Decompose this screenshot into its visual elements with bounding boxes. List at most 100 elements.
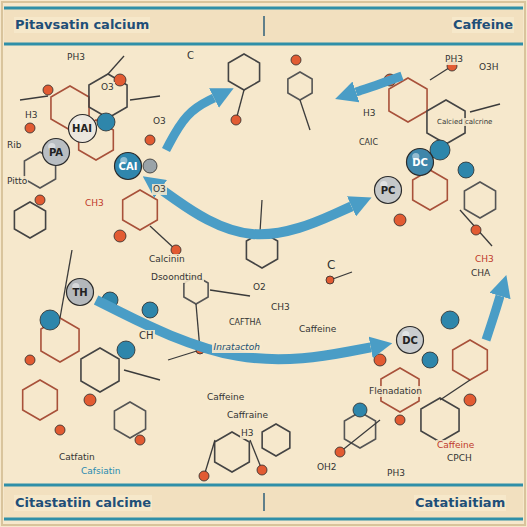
benzene-ring [389, 78, 427, 122]
formula-label: OH2 [316, 462, 338, 473]
formula-label: O3 [152, 184, 167, 195]
atom-ball [25, 123, 35, 133]
atom-ball [458, 162, 474, 178]
atom-ball [471, 225, 481, 235]
formula-label: Cafsiatin [80, 466, 121, 477]
atom-ball [143, 159, 157, 173]
reaction-arrow [161, 189, 352, 234]
bond-line [204, 440, 215, 476]
title-band [4, 485, 523, 519]
formula-label: CH3 [84, 198, 105, 209]
atom-circle: DC [395, 325, 425, 355]
atom-ball [35, 195, 45, 205]
benzene-ring [23, 380, 58, 420]
benzene-ring [228, 54, 259, 90]
atom-ball [291, 55, 301, 65]
band-divider [263, 16, 265, 36]
formula-label: O3 [152, 116, 167, 127]
benzene-ring [453, 340, 488, 380]
benzene-ring [262, 424, 290, 456]
atom-symbol: PA [49, 147, 63, 158]
formula-label: Dsoondtind [150, 272, 204, 283]
formula-label: Flenadation [368, 386, 423, 397]
formula-label: C [186, 50, 195, 62]
panel-title: Pitavsatin calcium [14, 17, 150, 33]
band-rule [4, 484, 523, 487]
formula-label: CAIC [358, 138, 379, 148]
formula-label: CAFTHA [228, 318, 262, 328]
formula-label: PH3 [386, 468, 406, 479]
formula-label: Caffeine [298, 324, 337, 335]
atom-ball [142, 302, 158, 318]
atom-symbol: DC [402, 335, 418, 346]
formula-label: H3 [240, 428, 255, 439]
formula-label: PH3 [444, 54, 464, 65]
formula-label: CH3 [474, 254, 495, 265]
formula-label: O2 [252, 282, 267, 293]
atom-ball [84, 394, 96, 406]
atom-ball [335, 447, 345, 457]
benzene-ring [81, 348, 119, 392]
formula-label: Caffeine [206, 392, 245, 403]
benzene-ring [89, 74, 127, 118]
atom-ball [395, 415, 405, 425]
bond-line [470, 104, 500, 112]
atom-circle: HAI [67, 113, 98, 144]
benzene-ring [114, 402, 145, 438]
bond-line [340, 420, 380, 452]
bond-line [168, 350, 200, 360]
formula-label: C [326, 258, 336, 272]
formula-label: Caffraine [226, 410, 269, 421]
benzene-ring [288, 72, 312, 100]
panel-title: Citastatiin calcime [14, 495, 152, 511]
bond-line [130, 96, 160, 100]
atom-ball [40, 310, 60, 330]
arrow-label: Inratactoh [212, 342, 262, 353]
atom-ball [374, 354, 386, 366]
atom-symbol: DC [412, 157, 428, 168]
benzene-ring [413, 170, 448, 210]
formula-label: Catfatin [58, 452, 96, 463]
band-rule [4, 518, 523, 521]
reaction-arrow [96, 300, 371, 359]
atom-symbol: CAI [119, 161, 138, 172]
atom-ball [422, 352, 438, 368]
benzene-ring [464, 182, 495, 218]
atom-ball [464, 394, 476, 406]
bond-line [460, 210, 492, 246]
band-divider [263, 493, 265, 511]
atom-ball [114, 74, 126, 86]
formula-label: CHA [470, 268, 491, 279]
formula-label: H3 [362, 108, 377, 119]
atom-ball [25, 355, 35, 365]
bond-line [260, 200, 262, 232]
formula-label: CH3 [270, 302, 291, 313]
formula-label: CPCH [446, 453, 473, 464]
atom-ball [114, 230, 126, 242]
panel-title: Caffeine [452, 17, 514, 33]
atom-ball [43, 85, 53, 95]
atom-ball [55, 425, 65, 435]
atom-circle: PA [41, 137, 71, 167]
bond-line [300, 100, 310, 130]
formula-label: O3H [478, 62, 500, 73]
formula-label: PH3 [66, 52, 86, 63]
atom-circle: TH [65, 277, 95, 307]
atom-symbol: PC [381, 185, 396, 196]
band-rule [4, 7, 523, 10]
reaction-arrow [166, 98, 214, 150]
atom-ball [97, 113, 115, 131]
bond-line [124, 370, 160, 380]
reaction-arrow [486, 296, 500, 340]
bond-line [210, 290, 250, 296]
formula-label: CH [138, 330, 155, 342]
formula-label: Calcied calcrine [436, 118, 493, 126]
formula-label: O3 [100, 82, 115, 93]
reaction-arrow [356, 76, 402, 92]
atom-ball [199, 471, 209, 481]
band-rule [4, 43, 523, 46]
bond-line [108, 56, 124, 74]
atom-circle: CAI [113, 151, 143, 181]
